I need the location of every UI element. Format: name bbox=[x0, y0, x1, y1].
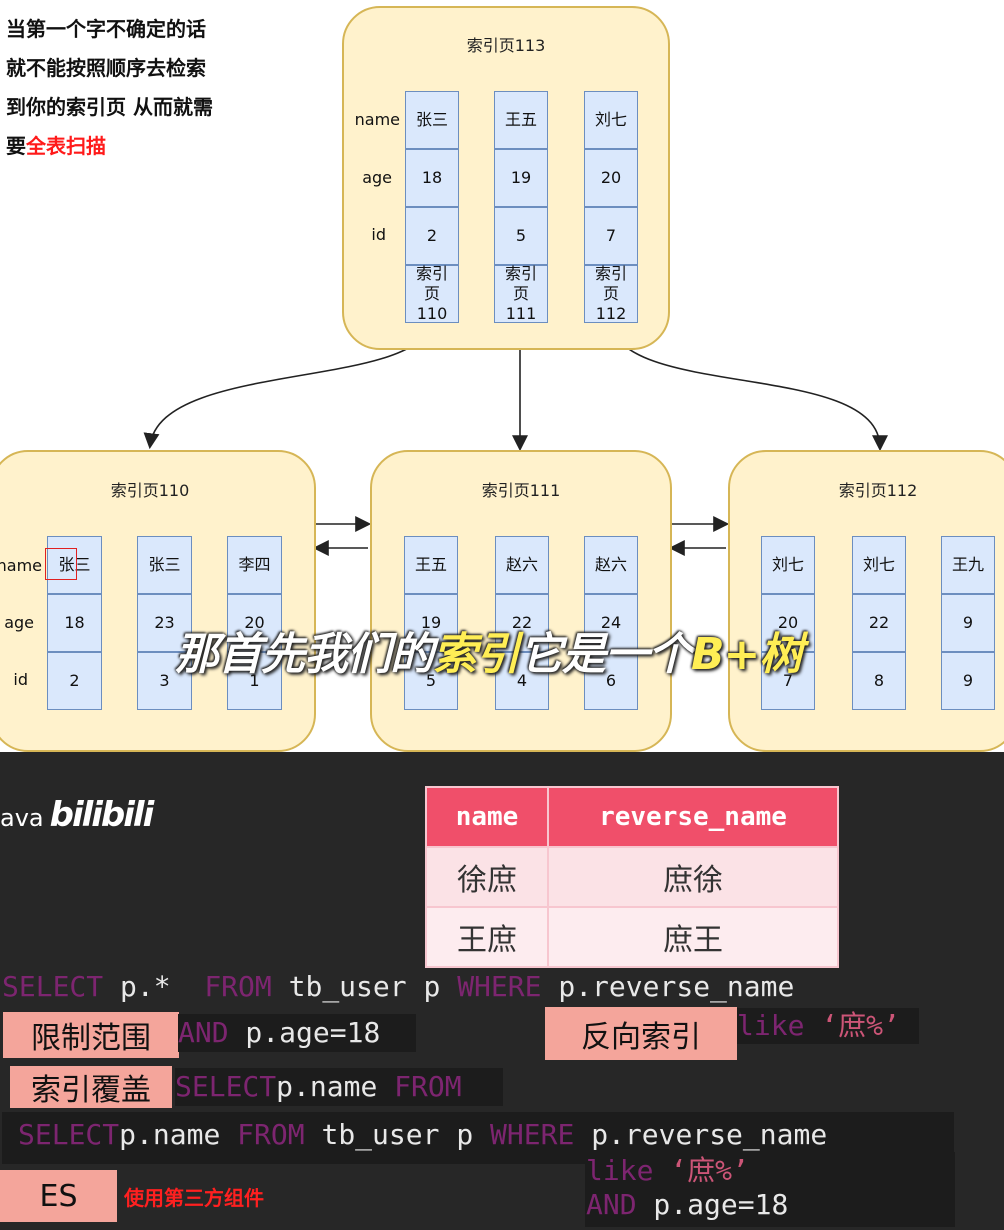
cell-name: 张三 bbox=[405, 91, 459, 149]
cell-id: 5 bbox=[494, 207, 548, 265]
cell-name: 刘七 bbox=[761, 536, 815, 594]
note-line-4: 要全表扫描 bbox=[6, 134, 106, 158]
cell-id: 8 bbox=[852, 652, 906, 710]
cell-age: 18 bbox=[405, 149, 459, 207]
cell-name: 李四 bbox=[227, 536, 282, 594]
table-cell: 庶王 bbox=[547, 906, 839, 968]
sql-line-2: SELECTp.name FROM tb_user p WHERE p.reve… bbox=[18, 1118, 828, 1151]
cell-id: 3 bbox=[137, 652, 192, 710]
tag-limit-range: 限制范围 bbox=[3, 1012, 179, 1058]
cell-name: 赵六 bbox=[495, 536, 549, 594]
leaf110-col-3: 李四 20 1 bbox=[227, 536, 282, 710]
tag-covering-index: 索引覆盖 bbox=[10, 1066, 172, 1108]
cell-age: 9 bbox=[941, 594, 995, 652]
video-subtitle: 那首先我们的索引它是一个B+树 bbox=[175, 629, 803, 680]
sql-cover-select: SELECTp.name FROM bbox=[175, 1068, 503, 1106]
leaf110-col-1: 张三 18 2 bbox=[47, 536, 102, 710]
cell-age: 20 bbox=[761, 594, 815, 652]
table-header: name bbox=[425, 786, 549, 848]
table-cell: 王庶 bbox=[425, 906, 549, 968]
es-note: 使用第三方组件 bbox=[124, 1186, 264, 1210]
cell-age: 19 bbox=[404, 594, 458, 652]
cell-id: 2 bbox=[405, 207, 459, 265]
cell-id: 4 bbox=[495, 652, 549, 710]
cell-name: 王五 bbox=[404, 536, 458, 594]
annotation-note: 当第一个字不确定的话 就不能按照顺序去检索 到你的索引页 从而就需 要全表扫描 bbox=[6, 10, 266, 166]
cell-id: 9 bbox=[941, 652, 995, 710]
note-line-3: 到你的索引页 从而就需 bbox=[6, 95, 213, 119]
cell-id: 2 bbox=[47, 652, 102, 710]
row-label-name: name bbox=[0, 556, 42, 575]
cell-age: 24 bbox=[584, 594, 638, 652]
cell-age: 23 bbox=[137, 594, 192, 652]
sql-line-3-band bbox=[585, 1152, 955, 1227]
leaf111-col-3: 赵六 24 6 bbox=[584, 536, 638, 710]
bilibili-logo: bilibili bbox=[49, 795, 155, 835]
cell-pointer: 索引页110 bbox=[405, 264, 459, 323]
cell-id: 1 bbox=[227, 652, 282, 710]
leaf111-col-2: 赵六 22 4 bbox=[495, 536, 549, 710]
row-label-id: id bbox=[13, 670, 28, 689]
note-line-1: 当第一个字不确定的话 bbox=[6, 17, 206, 41]
cell-age: 18 bbox=[47, 594, 102, 652]
cell-pointer: 索引页111 bbox=[494, 264, 548, 323]
cell-id: 6 bbox=[584, 652, 638, 710]
cell-age: 19 bbox=[494, 149, 548, 207]
cell-pointer: 索引页112 bbox=[584, 264, 638, 323]
cell-name: 赵六 bbox=[584, 536, 638, 594]
row-label-name: name bbox=[354, 110, 400, 129]
sql-like-2: like ‘庶%’ bbox=[586, 1154, 749, 1187]
full-table-scan-text: 全表扫描 bbox=[26, 134, 106, 158]
cell-age: 20 bbox=[584, 149, 638, 207]
table-cell: 庶徐 bbox=[547, 846, 839, 908]
cell-name: 王九 bbox=[941, 536, 995, 594]
row-label-age: age bbox=[4, 613, 34, 632]
table-header: reverse_name bbox=[547, 786, 839, 848]
sql-and-age: AND p.age=18 bbox=[178, 1014, 416, 1052]
row-label-id: id bbox=[371, 225, 386, 244]
row-label-age: age bbox=[362, 168, 392, 187]
sql-line-1: SELECT p.* FROM tb_user p WHERE p.revers… bbox=[2, 970, 795, 1003]
leaf111-col-1: 王五 19 5 bbox=[404, 536, 458, 710]
leaf112-col-2: 刘七 22 8 bbox=[852, 536, 906, 710]
cell-name: 张三 bbox=[137, 536, 192, 594]
leaf112-col-3: 王九 9 9 bbox=[941, 536, 995, 710]
cell-name: 张三 bbox=[47, 536, 102, 594]
root-col-3: 刘七 20 7 索引页112 bbox=[584, 91, 638, 323]
leaf110-col-2: 张三 23 3 bbox=[137, 536, 192, 710]
leaf-page-title-112: 索引页112 bbox=[838, 481, 918, 500]
cell-id: 7 bbox=[761, 652, 815, 710]
cell-age: 22 bbox=[495, 594, 549, 652]
reverse-name-table: name reverse_name 徐庶 庶徐 王庶 庶王 bbox=[425, 786, 839, 968]
cell-name: 刘七 bbox=[584, 91, 638, 149]
highlight-box bbox=[45, 548, 77, 580]
cell-id: 7 bbox=[584, 207, 638, 265]
tag-es: ES bbox=[0, 1170, 117, 1222]
table-cell: 徐庶 bbox=[425, 846, 549, 908]
leaf-page-title-111: 索引页111 bbox=[481, 481, 561, 500]
sql-and-age-2: AND p.age=18 bbox=[586, 1188, 789, 1221]
root-page-title: 索引页113 bbox=[466, 36, 546, 55]
cell-age: 22 bbox=[852, 594, 906, 652]
root-col-2: 王五 19 5 索引页111 bbox=[494, 91, 548, 323]
note-line-2: 就不能按照顺序去检索 bbox=[6, 56, 206, 80]
cell-name: 王五 bbox=[494, 91, 548, 149]
cell-age: 20 bbox=[227, 594, 282, 652]
cell-name: 刘七 bbox=[852, 536, 906, 594]
root-col-1: 张三 18 2 索引页110 bbox=[405, 91, 459, 323]
tag-reverse-index: 反向索引 bbox=[545, 1007, 737, 1060]
leaf-page-title-110: 索引页110 bbox=[110, 481, 190, 500]
leaf112-col-1: 刘七 20 7 bbox=[761, 536, 815, 710]
sql-like-1: like ‘庶%’ bbox=[737, 1008, 919, 1044]
cell-id: 5 bbox=[404, 652, 458, 710]
